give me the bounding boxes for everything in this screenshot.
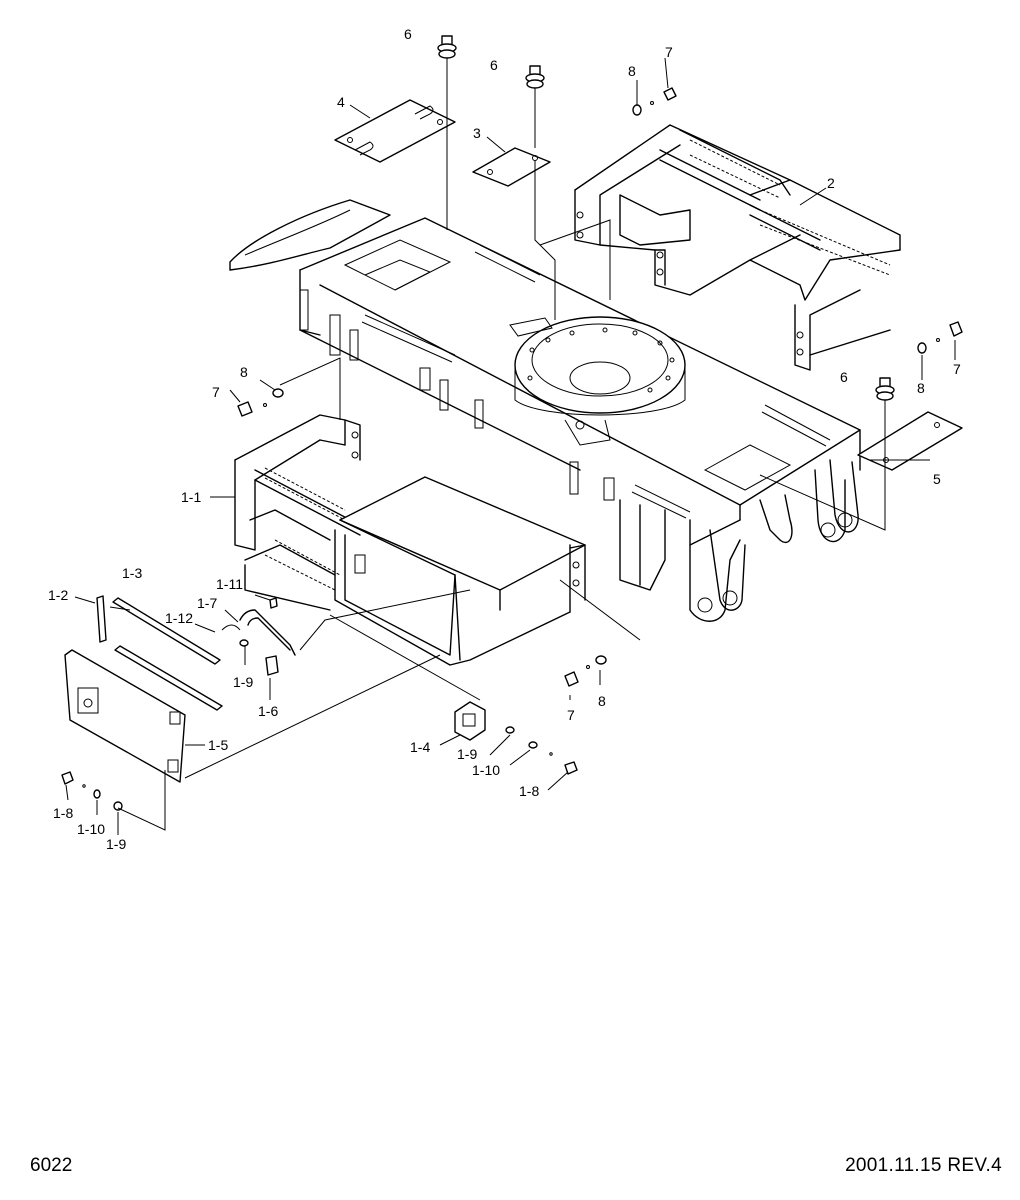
callout-1-6: 1-6 [258, 703, 278, 719]
boom-foot-brackets [619, 459, 859, 622]
callout-7: 7 [212, 384, 220, 400]
callout-3: 3 [473, 125, 481, 141]
callout-1-1: 1-1 [181, 489, 201, 505]
callout-7: 7 [665, 44, 673, 60]
callout-1-4: 1-4 [410, 739, 430, 755]
step-bracket-1-1 [234, 414, 361, 611]
callout-1-5: 1-5 [208, 737, 228, 753]
callout-6: 6 [404, 26, 412, 42]
callout-8: 8 [628, 63, 636, 79]
plate-5 [857, 411, 963, 471]
callout-1-11: 1-11 [216, 576, 243, 592]
door-1-5 [64, 649, 186, 783]
callout-7: 7 [953, 361, 961, 377]
parts-1-2-1-3 [96, 595, 223, 711]
callout-8: 8 [240, 364, 248, 380]
revision-info: 2001.11.15 REV.4 [845, 1155, 1002, 1176]
fasteners [61, 87, 963, 811]
callout-8: 8 [917, 380, 925, 396]
sheet-number: 6022 [30, 1155, 73, 1176]
toolbox [334, 476, 586, 666]
callout-1-8: 1-8 [53, 805, 73, 821]
callout-1-8: 1-8 [519, 783, 539, 799]
callout-labels: 6 6 7 8 4 3 2 8 7 7 6 8 8 7 5 1-1 1-3 1-… [48, 26, 961, 852]
plate-4 [334, 99, 456, 163]
leader-lines [65, 57, 956, 835]
plate-1-4 [454, 701, 486, 741]
callout-1-10: 1-10 [472, 762, 500, 778]
callout-6: 6 [490, 57, 498, 73]
step-bracket-2 [574, 124, 901, 371]
callout-1-3: 1-3 [122, 565, 142, 581]
callout-1-9: 1-9 [457, 746, 477, 762]
swing-bearing [509, 316, 686, 446]
callout-1-9: 1-9 [106, 836, 126, 852]
callout-1-7: 1-7 [197, 595, 217, 611]
callout-1-2: 1-2 [48, 587, 68, 603]
callout-5: 5 [933, 471, 941, 487]
callout-1-9: 1-9 [233, 674, 253, 690]
callout-2: 2 [827, 175, 835, 191]
plate-3 [472, 147, 551, 187]
callout-1-10: 1-10 [77, 821, 105, 837]
callout-8: 8 [598, 693, 606, 709]
main-frame [229, 199, 861, 622]
callout-7: 7 [567, 707, 575, 723]
callout-6: 6 [840, 369, 848, 385]
callout-4: 4 [337, 94, 345, 110]
bolts-6 [437, 35, 895, 401]
callout-1-12: 1-12 [165, 610, 193, 626]
handle-1-7 [221, 597, 296, 676]
